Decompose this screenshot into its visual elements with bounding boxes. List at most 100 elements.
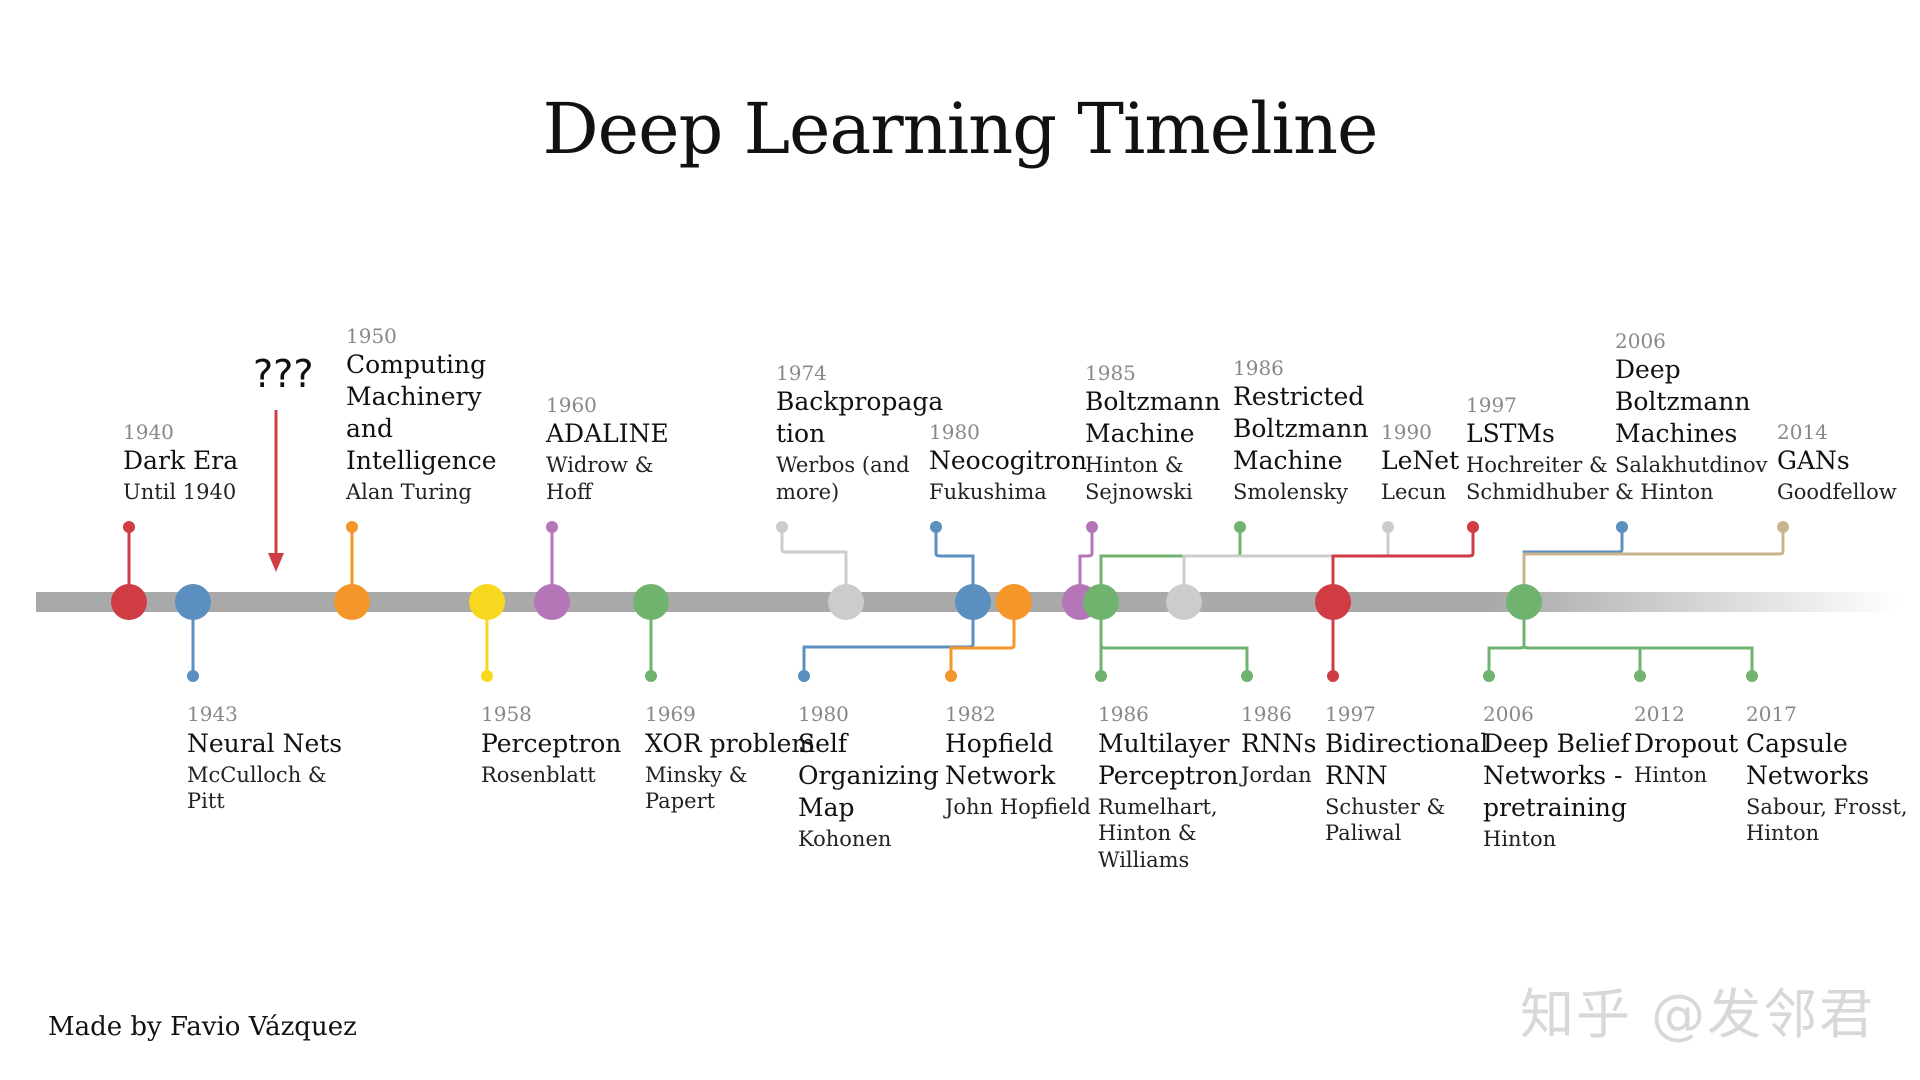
event-author-line: Hinton & (1098, 821, 1197, 846)
event-author-line: McCulloch & (187, 762, 327, 787)
event-authors: Jordan (1241, 762, 1316, 789)
event-author-line: Hoff (546, 480, 592, 505)
axis-node (175, 584, 211, 620)
connector-line (1522, 527, 1785, 602)
event-name-line: Perceptron (1098, 760, 1239, 790)
axis-node (1083, 584, 1119, 620)
watermark: 知乎 @发邻君 (1520, 983, 1876, 1046)
event-year: 1960 (546, 392, 597, 417)
connector-line (934, 527, 975, 602)
question-marks: ??? (253, 352, 314, 396)
event-year: 1986 (1241, 702, 1292, 726)
event-dot (1095, 670, 1107, 682)
event-name-line: Map (798, 792, 855, 822)
connector-line (780, 527, 848, 602)
event-name-line: Machinery (346, 382, 482, 412)
event-author-line: Kohonen (798, 826, 892, 851)
event-author-line: Sejnowski (1085, 480, 1193, 505)
event-dot (776, 521, 788, 533)
event-dot (187, 670, 199, 682)
event-name-line: Dropout (1634, 728, 1739, 758)
event-author-line: Salakhutdinov (1615, 453, 1768, 478)
event-name-line: Dark Era (123, 446, 239, 476)
event-name-line: Deep Belief (1483, 728, 1630, 758)
axis-node (334, 584, 370, 620)
event-name-line: Boltzmann (1233, 414, 1369, 444)
event-name-line: Boltzmann (1615, 387, 1751, 417)
event-dot (1234, 521, 1246, 533)
event-dot (1634, 670, 1646, 682)
event-author-line: Hinton (1746, 821, 1820, 846)
event-name-line: ADALINE (546, 419, 669, 449)
event-authors: Alan Turing (346, 479, 497, 506)
event-authors: Rumelhart,Hinton &Williams (1098, 794, 1238, 875)
event-authors: Hinton &Sejnowski (1085, 452, 1220, 506)
arrow-head (268, 553, 284, 572)
event-name-line: Neural Nets (187, 728, 343, 758)
event-year: 1980 (929, 419, 980, 444)
event-name: Perceptron (481, 728, 621, 760)
connector-line (1522, 602, 1642, 676)
event-year: 1990 (1381, 419, 1432, 444)
connector-line (1182, 527, 1390, 602)
event-authors: Rosenblatt (481, 762, 621, 789)
event-name-line: GANs (1777, 446, 1850, 476)
axis-node (1506, 584, 1542, 620)
event-name-line: Self (798, 728, 848, 758)
event-author-line: Goodfellow (1777, 480, 1897, 505)
event-author-line: Hinton & (1085, 453, 1184, 478)
event-name-line: RNNs (1241, 728, 1317, 758)
event-name-line: Machines (1615, 419, 1738, 449)
event-dot (1616, 521, 1628, 533)
event-author-line: Alan Turing (346, 480, 472, 505)
event-dot (1327, 670, 1339, 682)
event-dot (1086, 521, 1098, 533)
timeline-nodes (111, 521, 1789, 682)
event-name-line: Boltzmann (1085, 387, 1221, 417)
event-author-line: Pitt (187, 789, 225, 814)
axis-node (534, 584, 570, 620)
event-authors: Minsky &Papert (645, 762, 815, 816)
event-year: 2017 (1746, 702, 1797, 726)
event-authors: Until 1940 (123, 479, 238, 506)
event-name-line: Network (945, 760, 1056, 790)
event-dot (1467, 521, 1479, 533)
event-author-line: Jordan (1241, 762, 1312, 787)
event-author-line: more) (776, 480, 840, 505)
event-name: Dark Era (123, 445, 238, 477)
event-dot (945, 670, 957, 682)
event-dot (1382, 521, 1394, 533)
axis-node (996, 584, 1032, 620)
event-name-line: and (346, 414, 394, 444)
connector-line (949, 602, 1016, 676)
event-year: 1985 (1085, 360, 1136, 385)
event-dot (798, 670, 810, 682)
event-name: ADALINE (546, 418, 669, 450)
event-year: 1986 (1233, 355, 1284, 380)
event-name: GANs (1777, 445, 1897, 477)
event-author-line: & Hinton (1615, 480, 1714, 505)
event-dot (1241, 670, 1253, 682)
event-name-line: Capsule (1746, 728, 1848, 758)
event-dot (930, 521, 942, 533)
event-year: 2014 (1777, 419, 1828, 444)
